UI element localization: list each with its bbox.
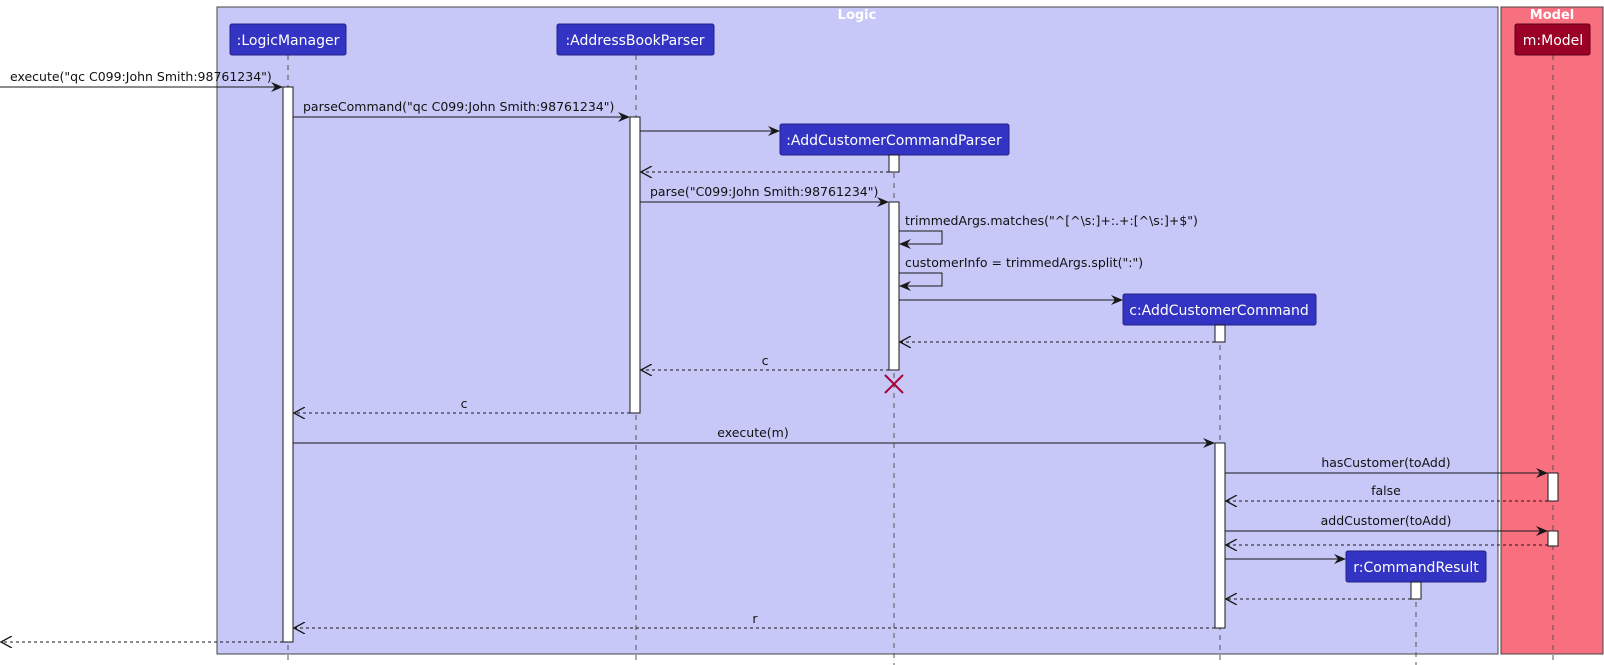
participant-add-customer-command-parser: :AddCustomerCommandParser: [779, 123, 1010, 156]
label-split: customerInfo = trimmedArgs.split(":"): [905, 255, 1143, 270]
participant-add-customer-command: c:AddCustomerCommand: [1122, 293, 1317, 326]
participant-add-customer-command-label: c:AddCustomerCommand: [1129, 303, 1308, 319]
activation-add-customer-command-execute: [1214, 442, 1226, 629]
activation-logic-manager: [282, 86, 294, 643]
activation-add-customer-command-create: [1214, 324, 1226, 343]
activation-acc-parser-parse: [888, 201, 900, 371]
participant-command-result: r:CommandResult: [1345, 550, 1487, 583]
activation-acc-parser-create: [888, 154, 900, 173]
message-arrows: [0, 82, 1548, 564]
destroy-icon: [884, 374, 904, 394]
participant-address-book-parser: :AddressBookParser: [556, 23, 715, 56]
label-matches: trimmedArgs.matches("^[^\s:]+:.+:[^\s:]+…: [905, 213, 1198, 228]
label-return-c-parser: c: [762, 353, 769, 368]
participant-command-result-label: r:CommandResult: [1353, 560, 1479, 576]
participant-logic-manager: :LogicManager: [229, 23, 347, 56]
label-execute-m: execute(m): [717, 425, 789, 440]
label-has-customer: hasCustomer(toAdd): [1321, 455, 1450, 470]
label-execute-input: execute("qc C099:John Smith:98761234"): [10, 69, 272, 84]
label-return-r: r: [752, 611, 758, 626]
return-arrows: [1, 172, 1548, 642]
label-add-customer: addCustomer(toAdd): [1321, 513, 1452, 528]
participant-add-customer-command-parser-label: :AddCustomerCommandParser: [786, 133, 1002, 149]
logic-group-title: Logic: [838, 8, 877, 23]
label-return-c-abp: c: [461, 396, 468, 411]
logic-group-box: [216, 6, 1499, 655]
participant-model: m:Model: [1514, 23, 1591, 56]
label-parse: parse("C099:John Smith:98761234"): [650, 184, 878, 199]
label-return-false: false: [1371, 483, 1401, 498]
participant-address-book-parser-label: :AddressBookParser: [565, 33, 704, 49]
arrow-self-split: [899, 272, 943, 291]
activation-model-has-customer: [1547, 472, 1559, 502]
activation-bars: [282, 86, 1559, 643]
arrow-self-matches: [899, 230, 943, 249]
participant-model-label: m:Model: [1523, 33, 1583, 49]
activation-address-book-parser: [629, 116, 641, 414]
activation-model-add-customer: [1547, 530, 1559, 547]
model-group-box: [1500, 6, 1604, 655]
activation-command-result: [1410, 581, 1422, 600]
label-parse-command: parseCommand("qc C099:John Smith:9876123…: [303, 99, 614, 114]
model-group-title: Model: [1530, 8, 1574, 23]
participant-logic-manager-label: :LogicManager: [237, 33, 340, 49]
